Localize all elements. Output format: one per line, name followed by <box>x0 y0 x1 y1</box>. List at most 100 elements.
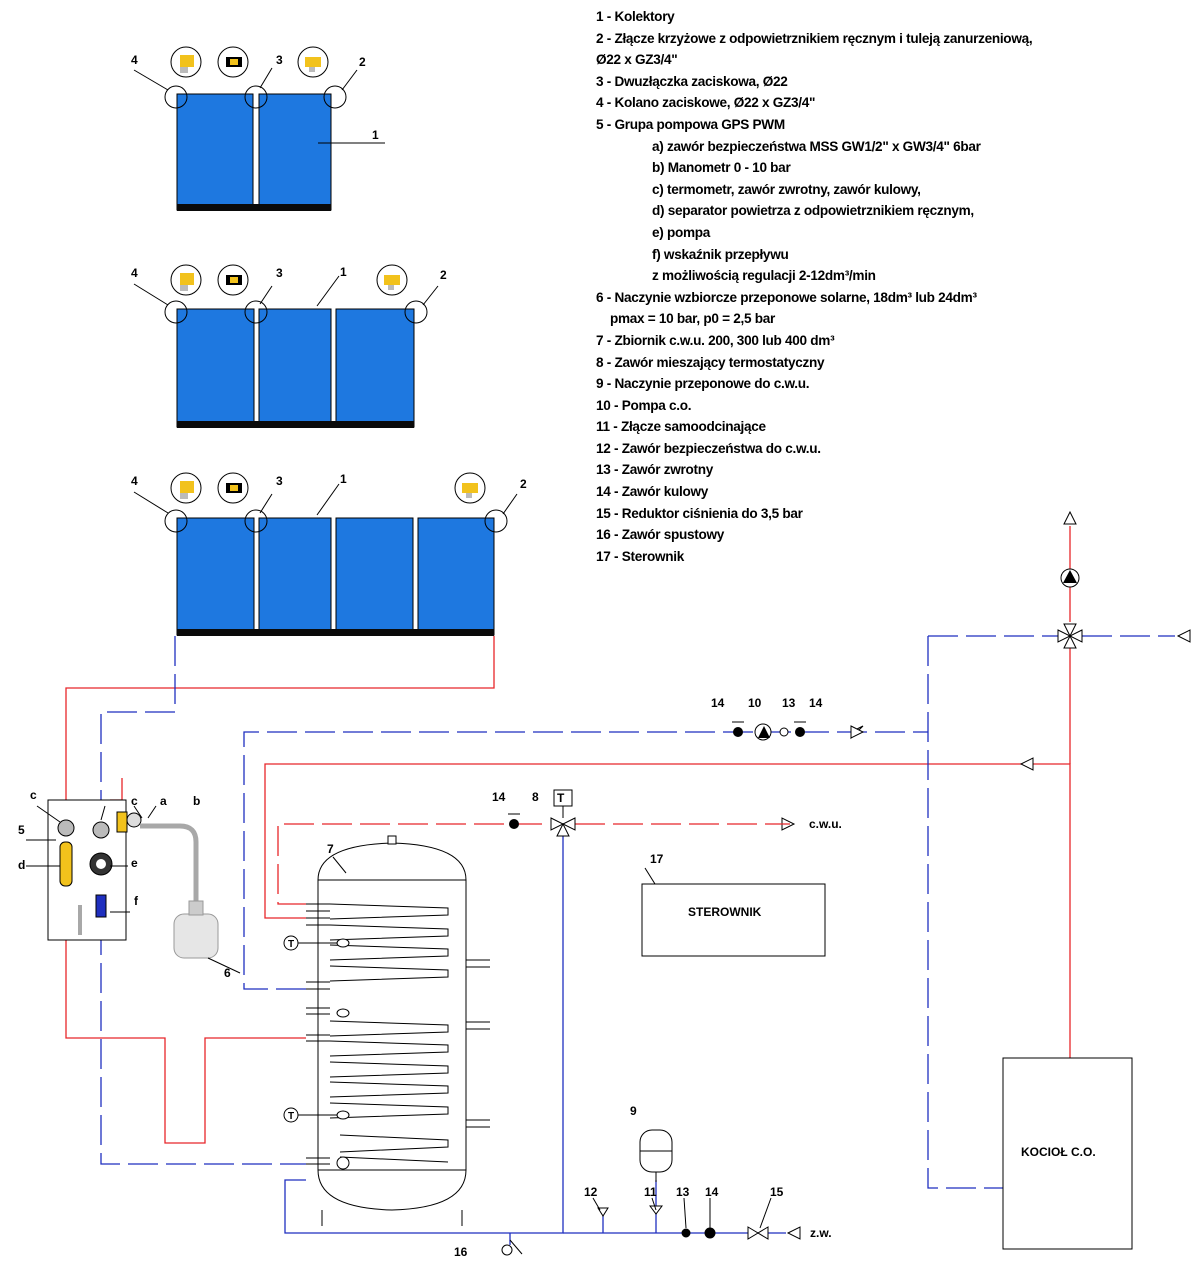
label-d: d <box>18 858 26 872</box>
collector-panel <box>176 517 255 636</box>
legend: 1 - Kolektory 2 - Złącze krzyżowe z odpo… <box>596 6 1191 567</box>
collector-array-2-panels <box>176 93 332 211</box>
legend-item: 5 - Grupa pompowa GPS PWM <box>596 116 785 132</box>
label-14: 14 <box>809 696 823 710</box>
legend-item: 9 - Naczynie przeponowe do c.w.u. <box>596 376 810 392</box>
collector-panel <box>176 308 255 428</box>
legend-item: 3 - Dwuzłączka zaciskowa, Ø22 <box>596 73 788 89</box>
dhw-expansion-vessel-9 <box>639 1129 673 1182</box>
label-cwu: c.w.u. <box>809 817 842 831</box>
collector-panel <box>258 93 332 211</box>
pump-group-gps-pwm <box>47 799 142 941</box>
legend-item: e) pompa <box>652 224 711 240</box>
label-c: c <box>30 788 37 802</box>
label-e: e <box>131 856 138 870</box>
legend-item: d) separator powietrza z odpowietrznikie… <box>652 203 974 219</box>
label-2: 2 <box>440 268 447 282</box>
collector-panel <box>176 93 254 211</box>
label-13: 13 <box>676 1185 690 1199</box>
label-13: 13 <box>782 696 796 710</box>
solar-return-pipe <box>100 636 306 1165</box>
leader-lines <box>26 805 772 1255</box>
label-4: 4 <box>131 474 138 488</box>
dhw-supply-pipe <box>277 823 790 905</box>
legend-item: 8 - Zawór mieszający termostatyczny <box>596 354 825 370</box>
legend-item: 17 - Sterownik <box>596 548 684 564</box>
legend-item: c) termometr, zawór zwrotny, zawór kulow… <box>652 181 921 197</box>
label-5: 5 <box>18 823 25 837</box>
solar-expansion-vessel-6 <box>173 900 219 959</box>
ball-valve-dhw <box>509 819 519 829</box>
cold-water-fittings <box>501 1205 769 1256</box>
collector-panel <box>258 517 332 636</box>
fitting-icons-array-2 <box>180 273 400 291</box>
legend-item: 7 - Zbiornik c.w.u. 200, 300 lub 400 dm³ <box>596 332 835 348</box>
legend-item: pmax = 10 bar, p0 = 2,5 bar <box>610 311 775 327</box>
label-9: 9 <box>630 1104 637 1118</box>
legend-item: 1 - Kolektory <box>596 9 675 24</box>
label-1: 1 <box>372 128 379 142</box>
legend-item: 13 - Zawór zwrotny <box>596 462 713 478</box>
temperature-probes: T T <box>283 935 337 1123</box>
label-1: 1 <box>340 265 347 279</box>
label-12: 12 <box>584 1185 598 1199</box>
label-b: b <box>193 794 201 808</box>
label-c: c <box>131 794 138 808</box>
tank-lower-coil <box>329 1020 449 1163</box>
legend-item: z możliwością regulacji 2-12dm³/min <box>652 268 876 284</box>
collector-array-4-panels <box>176 517 495 636</box>
label-4: 4 <box>131 266 138 280</box>
label-T: T <box>557 791 565 805</box>
label-15: 15 <box>770 1185 784 1199</box>
label-11: 11 <box>644 1185 657 1199</box>
legend-item: 14 - Zawór kulowy <box>596 484 708 500</box>
collector-array-3-panels <box>176 308 415 428</box>
legend-item: 16 - Zawór spustowy <box>596 527 725 543</box>
tank-stubs <box>306 903 490 1165</box>
label-2: 2 <box>359 55 366 69</box>
controller-label: STEROWNIK <box>688 905 762 919</box>
label-zw: z.w. <box>810 1226 832 1240</box>
label-f: f <box>134 894 138 908</box>
mixing-valve-8 <box>550 789 576 837</box>
label-2: 2 <box>520 477 527 491</box>
label-3: 3 <box>276 266 283 280</box>
label-14: 14 <box>711 696 725 710</box>
legend-item: 6 - Naczynie wzbiorcze przeponowe solarn… <box>596 289 977 305</box>
legend-item: a) zawór bezpieczeństwa MSS GW1/2" x GW3… <box>652 138 981 154</box>
collector-panel <box>335 517 414 636</box>
label-7: 7 <box>327 842 334 856</box>
expansion-vessel-pipe <box>140 823 199 905</box>
label-17: 17 <box>650 852 664 866</box>
legend-item: 11 - Złącze samoodcinające <box>596 419 766 435</box>
fittings-array-3 <box>133 472 518 533</box>
controller-box <box>641 883 826 957</box>
collector-panel <box>417 517 495 636</box>
boiler-label: KOCIOŁ C.O. <box>1021 1145 1096 1159</box>
label-3: 3 <box>276 53 283 67</box>
label-10: 10 <box>748 696 762 710</box>
thermometer-c-left <box>57 819 75 837</box>
dhw-tank <box>317 835 467 1226</box>
label-14: 14 <box>492 790 506 804</box>
legend-item: Ø22 x GZ3/4" <box>596 52 678 68</box>
svg-text:T: T <box>288 939 294 950</box>
legend-item: b) Manometr 0 - 10 bar <box>652 160 791 176</box>
label-16: 16 <box>454 1245 468 1259</box>
label-4: 4 <box>131 53 138 67</box>
ch-pump-section <box>732 721 806 741</box>
ch-return-pipe <box>243 635 1175 1189</box>
legend-item: 4 - Kolano zaciskowe, Ø22 x GZ3/4" <box>596 95 816 111</box>
thermometer-c-right <box>92 821 110 839</box>
tank-upper-coil <box>329 903 449 982</box>
label-1: 1 <box>340 472 347 486</box>
legend-item: 2 - Złącze krzyżowe z odpowietrznikiem r… <box>596 30 1033 46</box>
legend-item: f) wskaźnik przepływu <box>652 246 789 262</box>
boiler-mixing-valve <box>1057 623 1083 649</box>
collector-panel <box>335 308 415 428</box>
fittings-array-1 <box>133 46 385 144</box>
legend-item: 12 - Zawór bezpieczeństwa do c.w.u. <box>596 440 821 456</box>
label-8: 8 <box>532 790 539 804</box>
boiler-box <box>1002 1057 1133 1250</box>
